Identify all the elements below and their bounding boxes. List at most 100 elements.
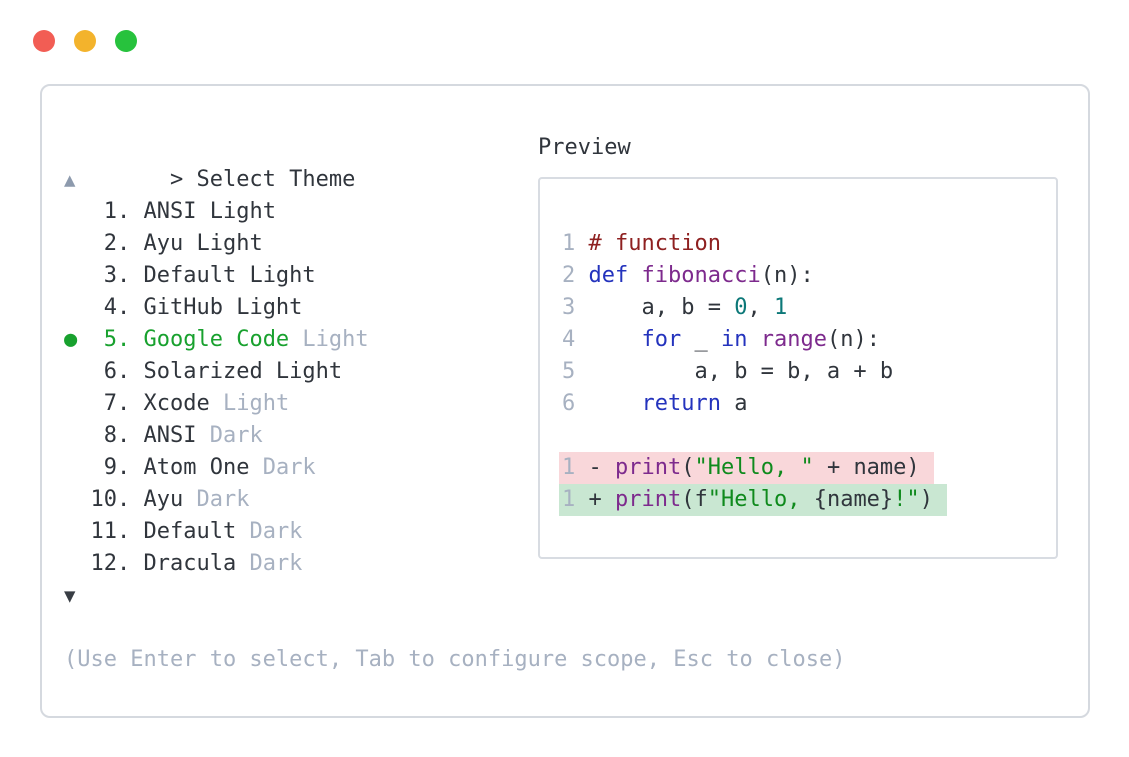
theme-number: 3. bbox=[90, 263, 144, 288]
code-token: # function bbox=[588, 231, 721, 256]
close-button[interactable] bbox=[33, 30, 55, 52]
theme-name: Google Code bbox=[143, 327, 290, 352]
code-token: print bbox=[615, 455, 682, 480]
code-token bbox=[628, 263, 641, 288]
theme-list: 1. ANSI Light 2. Ayu Light 3. Default Li… bbox=[64, 196, 538, 580]
theme-name: Default bbox=[143, 519, 237, 544]
window-controls bbox=[33, 30, 137, 52]
theme-number: 9. bbox=[90, 455, 144, 480]
theme-number: 7. bbox=[90, 391, 144, 416]
code-line-1: 1 # function bbox=[562, 228, 1056, 260]
code-token: {name} bbox=[813, 487, 894, 512]
code-token: (n): bbox=[826, 327, 880, 352]
code-line-9: 1 + print(f"Hello, {name}!") bbox=[559, 484, 1056, 516]
code-token: print bbox=[615, 487, 682, 512]
theme-name: ANSI Light bbox=[143, 199, 276, 224]
bullet-spacer bbox=[64, 391, 91, 416]
bullet-spacer bbox=[64, 295, 91, 320]
code-token: def bbox=[588, 263, 629, 288]
bullet-spacer bbox=[64, 551, 91, 576]
bullet-spacer bbox=[64, 263, 91, 288]
minimize-button[interactable] bbox=[74, 30, 96, 52]
theme-option-6[interactable]: 6. Solarized Light bbox=[64, 356, 538, 388]
bullet-spacer bbox=[64, 487, 91, 512]
theme-name: Atom One bbox=[143, 455, 250, 480]
preview-label: Preview bbox=[538, 135, 631, 160]
code-token bbox=[589, 391, 642, 416]
code-token: for bbox=[641, 327, 682, 352]
theme-option-3[interactable]: 3. Default Light bbox=[64, 260, 538, 292]
bullet-spacer bbox=[64, 519, 91, 544]
bullet-spacer bbox=[64, 455, 91, 480]
theme-number: 11. bbox=[90, 519, 144, 544]
theme-number: 6. bbox=[90, 359, 144, 384]
theme-variant: Dark bbox=[249, 455, 316, 480]
theme-option-12[interactable]: 12. Dracula Dark bbox=[64, 548, 538, 580]
theme-number: 10. bbox=[90, 487, 144, 512]
line-number: 5 bbox=[562, 359, 589, 384]
bullet-spacer bbox=[64, 359, 91, 384]
code-token: in bbox=[720, 327, 748, 352]
theme-option-1[interactable]: 1. ANSI Light bbox=[64, 196, 538, 228]
theme-option-8[interactable]: 8. ANSI Dark bbox=[64, 420, 538, 452]
theme-option-5[interactable]: ● 5. Google Code Light bbox=[64, 324, 538, 356]
code-token: , bbox=[747, 295, 774, 320]
theme-option-10[interactable]: 10. Ayu Dark bbox=[64, 484, 538, 516]
help-text: (Use Enter to select, Tab to configure s… bbox=[64, 647, 846, 672]
theme-name: ANSI bbox=[143, 423, 197, 448]
theme-variant: Light bbox=[209, 391, 290, 416]
code-token: range bbox=[760, 327, 827, 352]
theme-name: Ayu bbox=[143, 487, 184, 512]
code-token: + name) bbox=[813, 455, 920, 480]
line-number: 6 bbox=[562, 391, 589, 416]
theme-name: Solarized Light bbox=[143, 359, 343, 384]
bullet-spacer bbox=[64, 423, 91, 448]
theme-option-9[interactable]: 9. Atom One Dark bbox=[64, 452, 538, 484]
code-token: + bbox=[588, 487, 615, 512]
theme-variant: Light bbox=[289, 327, 369, 352]
theme-name: Dracula bbox=[143, 551, 237, 576]
code-token: 1 bbox=[773, 295, 788, 320]
bullet-spacer bbox=[64, 199, 91, 224]
scroll-up-icon[interactable]: ▲ bbox=[64, 169, 76, 191]
code-token: fibonacci bbox=[641, 263, 761, 288]
dialog-title: Select Theme bbox=[196, 167, 356, 192]
line-number: 2 bbox=[562, 263, 589, 288]
code-token: (n): bbox=[760, 263, 814, 288]
code-line-2: 2 def fibonacci(n): bbox=[562, 260, 1056, 292]
theme-option-7[interactable]: 7. Xcode Light bbox=[64, 388, 538, 420]
theme-option-2[interactable]: 2. Ayu Light bbox=[64, 228, 538, 260]
code-token: a, b = bbox=[588, 295, 735, 320]
code-token: - bbox=[588, 455, 615, 480]
theme-number: 1. bbox=[90, 199, 144, 224]
line-number: 3 bbox=[562, 295, 589, 320]
code-token: "Hello, " bbox=[694, 455, 814, 480]
theme-option-4[interactable]: 4. GitHub Light bbox=[64, 292, 538, 324]
code-token: a, b = b, a + b bbox=[588, 359, 894, 384]
maximize-button[interactable] bbox=[115, 30, 137, 52]
code-token: _ bbox=[681, 327, 721, 352]
code-token: 0 bbox=[734, 295, 748, 320]
theme-variant: Dark bbox=[236, 551, 303, 576]
theme-name: Default Light bbox=[143, 263, 316, 288]
theme-name: GitHub Light bbox=[143, 295, 303, 320]
theme-number: 5. bbox=[90, 327, 144, 352]
diff-added-line: 1 + print(f"Hello, {name}!") bbox=[559, 484, 947, 516]
code-token: (f bbox=[681, 487, 708, 512]
line-number: 1 bbox=[562, 231, 589, 256]
code-token bbox=[589, 327, 642, 352]
code-line-6: 6 return a bbox=[562, 388, 1056, 420]
prompt-caret: > bbox=[169, 167, 184, 192]
code-token: ( bbox=[681, 455, 695, 480]
code-token: return bbox=[641, 391, 721, 416]
theme-number: 8. bbox=[90, 423, 144, 448]
code-line-8: 1 - print("Hello, " + name) bbox=[559, 452, 1056, 484]
code-line-3: 3 a, b = 0, 1 bbox=[562, 292, 1056, 324]
scroll-down-icon[interactable]: ▼ bbox=[64, 585, 76, 607]
theme-option-11[interactable]: 11. Default Dark bbox=[64, 516, 538, 548]
code-token: !" bbox=[893, 487, 920, 512]
theme-variant: Dark bbox=[196, 423, 263, 448]
